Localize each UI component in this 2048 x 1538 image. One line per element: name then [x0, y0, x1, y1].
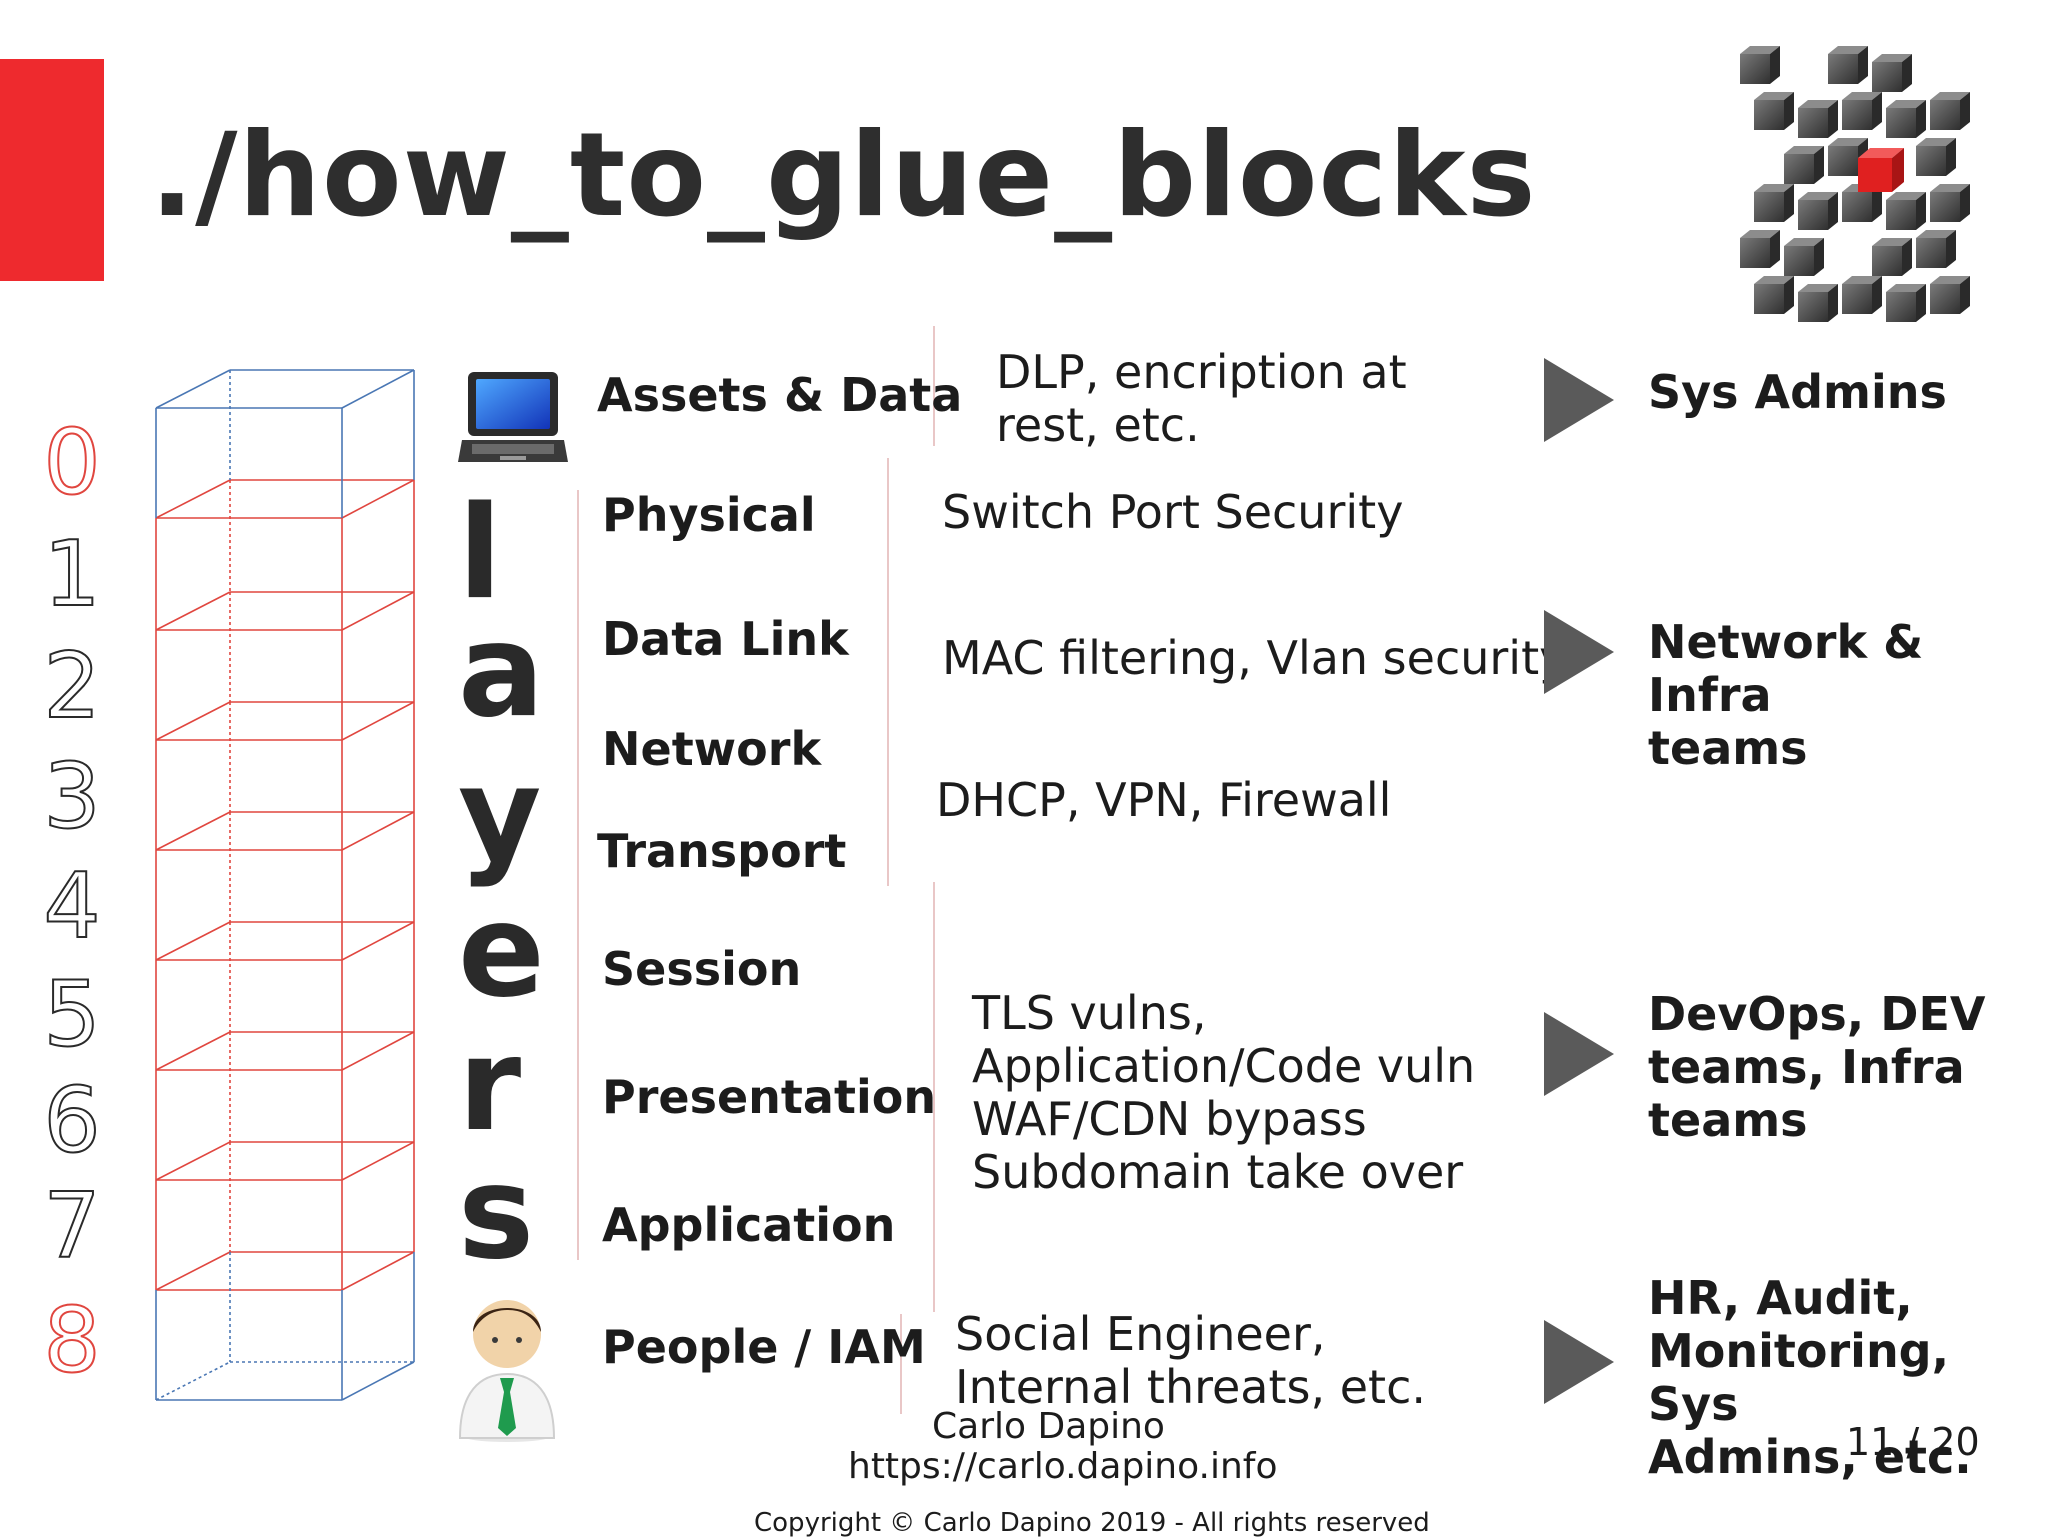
team-devops: DevOps, DEV teams, Infra teams	[1648, 987, 1986, 1147]
layer-number-7: 7	[42, 1174, 101, 1279]
play-arrow-icon	[1544, 358, 1614, 442]
layer-number-4: 4	[42, 854, 101, 959]
accent-bar	[0, 59, 104, 281]
layer-stack-diagram	[155, 369, 415, 1401]
separator-line	[933, 882, 935, 1312]
separator-line	[933, 326, 935, 446]
separator-line	[900, 1314, 902, 1414]
laptop-icon	[458, 372, 568, 462]
layer-number-6: 6	[42, 1068, 101, 1173]
control-network-transport: DHCP, VPN, Firewall	[936, 773, 1392, 827]
layer-name-assets-data: Assets & Data	[597, 368, 963, 422]
layer-name-transport: Transport	[597, 824, 847, 878]
layers-letter-e: e	[458, 877, 545, 1026]
separator-line	[577, 490, 579, 1260]
layer-name-application: Application	[602, 1198, 896, 1252]
control-physical: Switch Port Security	[942, 485, 1404, 539]
play-arrow-icon	[1544, 610, 1614, 694]
footer-url[interactable]: https://carlo.dapino.info	[848, 1446, 1278, 1487]
footer-copyright: Copyright © Carlo Dapino 2019 - All righ…	[754, 1508, 1430, 1538]
layer-number-2: 2	[42, 634, 101, 739]
slide-title: ./how_to_glue_blocks	[150, 108, 1537, 243]
team-sys-admins: Sys Admins	[1648, 365, 1947, 419]
layers-letter-y: y	[458, 741, 542, 890]
separator-line	[887, 458, 889, 886]
layers-letter-s: s	[458, 1139, 535, 1288]
layer-number-5: 5	[42, 962, 101, 1067]
play-arrow-icon	[1544, 1012, 1614, 1096]
play-arrow-icon	[1544, 1320, 1614, 1404]
layer-name-presentation: Presentation	[602, 1070, 937, 1124]
team-network-infra: Network & Infra teams	[1648, 615, 1924, 775]
control-data-link: MAC filtering, Vlan security	[942, 631, 1567, 685]
layers-letter-l: l	[458, 479, 502, 628]
page-indicator: 11 / 20	[1846, 1420, 1980, 1464]
layer-name-network: Network	[602, 722, 822, 776]
layer-number-3: 3	[42, 744, 101, 849]
control-people-iam: Social Engineer, Internal threats, etc.	[955, 1307, 1426, 1414]
control-assets-data: DLP, encription at rest, etc.	[996, 345, 1407, 452]
layer-name-physical: Physical	[602, 488, 816, 542]
layer-name-people-iam: People / IAM	[602, 1320, 926, 1374]
layer-name-data-link: Data Link	[602, 612, 849, 666]
layer-number-0: 0	[42, 410, 101, 515]
layers-letter-r: r	[458, 1011, 522, 1160]
layers-letter-a: a	[458, 597, 545, 746]
layer-number-1: 1	[42, 522, 101, 627]
cube-cluster-icon	[1740, 46, 1970, 322]
team-hr-audit: HR, Audit, Monitoring, Sys Admins, etc.	[1648, 1271, 1972, 1484]
footer-author: Carlo Dapino	[932, 1406, 1165, 1447]
control-upper-layers: TLS vulns, Application/Code vuln WAF/CDN…	[972, 986, 1476, 1199]
person-icon	[458, 1300, 556, 1442]
layer-name-session: Session	[602, 942, 802, 996]
layer-number-8: 8	[42, 1288, 101, 1393]
